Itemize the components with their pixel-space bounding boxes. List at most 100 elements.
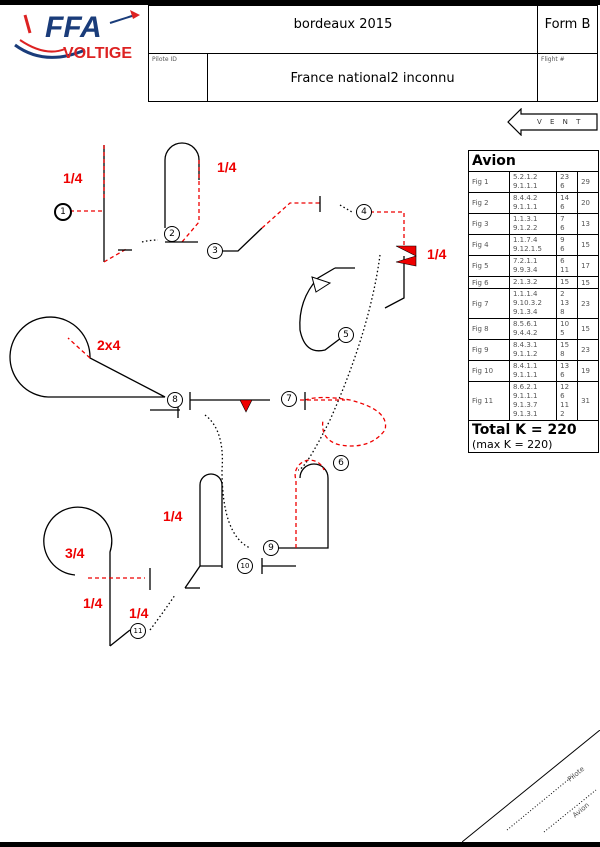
competition-name: bordeaux 2015 — [293, 17, 393, 32]
figure-number-5: 5 — [338, 327, 354, 343]
figure-label: Fig 11 — [468, 381, 510, 421]
roll-label: 1/4 — [427, 246, 447, 262]
figure-k-values: 7 6 — [556, 213, 579, 235]
figure-codes: 7.2.1.1 9.9.3.4 — [508, 255, 558, 277]
figure-number-4: 4 — [356, 204, 372, 220]
pilot-id-label: Pilote ID — [152, 56, 177, 63]
figure-label: Fig 6 — [468, 276, 510, 289]
figure-total-k: 23 — [577, 288, 599, 319]
figure-k-values: 14 6 — [556, 192, 579, 214]
figure-number-7: 7 — [281, 391, 297, 407]
figure-codes: 8.5.6.1 9.4.4.2 — [508, 318, 558, 340]
figure-codes: 8.4.3.1 9.1.1.2 — [508, 339, 558, 361]
fig1-dash — [70, 145, 129, 263]
figure-codes: 1.1.3.1 9.1.2.2 — [508, 213, 558, 235]
figure-k-values: 9 6 — [556, 234, 579, 256]
max-k-value: (max K = 220) — [472, 438, 553, 451]
figure-label: Fig 10 — [468, 360, 510, 382]
roll-label: 3/4 — [65, 545, 85, 561]
figure-number-2: 2 — [164, 226, 180, 242]
wind-arrow-icon — [507, 107, 598, 137]
fig2-path — [164, 142, 200, 228]
figure-total-k: 29 — [577, 171, 599, 193]
figure-number-10: 10 — [237, 558, 253, 574]
signature-area: Pilote Avion — [462, 730, 600, 842]
top-bar — [0, 0, 600, 5]
pilot-signature-label: Pilote — [566, 765, 586, 784]
fig8-path — [9, 316, 166, 398]
roll-label: 1/4 — [129, 605, 149, 621]
roll-label: 2x4 — [97, 337, 121, 353]
figure-k-values: 12 6 11 2 — [556, 381, 579, 421]
figure-k-values: 23 6 — [556, 171, 579, 193]
figure-label: Fig 7 — [468, 288, 510, 319]
figure-number-9: 9 — [263, 540, 279, 556]
sequence-name: France national2 inconnu — [290, 71, 455, 86]
figure-k-values: 2 13 8 — [556, 288, 579, 319]
figure-k-values: 13 6 — [556, 360, 579, 382]
roll-label: 1/4 — [63, 170, 83, 186]
figure-total-k: 15 — [577, 276, 599, 289]
figure-k-values: 6 11 — [556, 255, 579, 277]
wind-arrow: V E N T — [507, 107, 599, 140]
figure-codes: 1.1.7.4 9.12.1.5 — [508, 234, 558, 256]
figure-label: Fig 4 — [468, 234, 510, 256]
figure-number-1: 1 — [54, 203, 72, 221]
aircraft-signature-label: Avion — [571, 801, 591, 819]
figure-total-k: 20 — [577, 192, 599, 214]
total-k-value: Total K = 220 — [472, 422, 577, 438]
flight-label: Flight # — [541, 56, 565, 63]
wind-label: V E N T — [537, 118, 584, 126]
fig5-path — [299, 267, 346, 352]
figure-number-8: 8 — [167, 392, 183, 408]
roll-label: 1/4 — [163, 508, 183, 524]
fig6-path — [304, 396, 387, 447]
roll-label: 1/4 — [217, 159, 237, 175]
figure-total-k: 31 — [577, 381, 599, 421]
fig4-path — [384, 256, 405, 309]
figure-label: Fig 9 — [468, 339, 510, 361]
flight-box — [537, 53, 598, 102]
fig3-path — [222, 227, 263, 252]
figure-codes: 8.4.4.2 9.1.1.1 — [508, 192, 558, 214]
figure-number-6: 6 — [333, 455, 349, 471]
figure-codes: 8.6.2.1 9.1.1.1 9.1.3.7 9.1.3.1 — [508, 381, 558, 421]
svg-text:VOLTIGE: VOLTIGE — [63, 45, 132, 62]
figure-label: Fig 3 — [468, 213, 510, 235]
fig10-path — [261, 558, 296, 574]
figure-total-k: 13 — [577, 213, 599, 235]
sequence-diagram — [9, 142, 417, 647]
figure-label: Fig 5 — [468, 255, 510, 277]
figure-codes: 8.4.1.1 9.1.1.1 — [508, 360, 558, 382]
figure-number-11: 11 — [130, 623, 146, 639]
svg-text:FFA: FFA — [45, 11, 102, 44]
fig9-path — [278, 463, 329, 549]
figure-k-values: 15 — [556, 276, 579, 289]
figure-total-k: 15 — [577, 234, 599, 256]
figure-k-values: 10 5 — [556, 318, 579, 340]
figure-codes: 5.2.1.2 9.1.1.1 — [508, 171, 558, 193]
figure-total-k: 15 — [577, 318, 599, 340]
figure-number-3: 3 — [207, 243, 223, 259]
total-k: Total K = 220(max K = 220) — [468, 420, 599, 453]
form-label: Form B — [544, 17, 591, 32]
fig11-path — [43, 506, 113, 646]
figure-total-k: 17 — [577, 255, 599, 277]
figure-k-values: 15 8 — [556, 339, 579, 361]
figure-label: Fig 2 — [468, 192, 510, 214]
figure-codes: 2.1.3.2 — [508, 276, 558, 289]
bottom-bar — [0, 842, 600, 847]
figure-label: Fig 8 — [468, 318, 510, 340]
figure-total-k: 19 — [577, 360, 599, 382]
figure-label: Fig 1 — [468, 171, 510, 193]
figure-total-k: 23 — [577, 339, 599, 361]
